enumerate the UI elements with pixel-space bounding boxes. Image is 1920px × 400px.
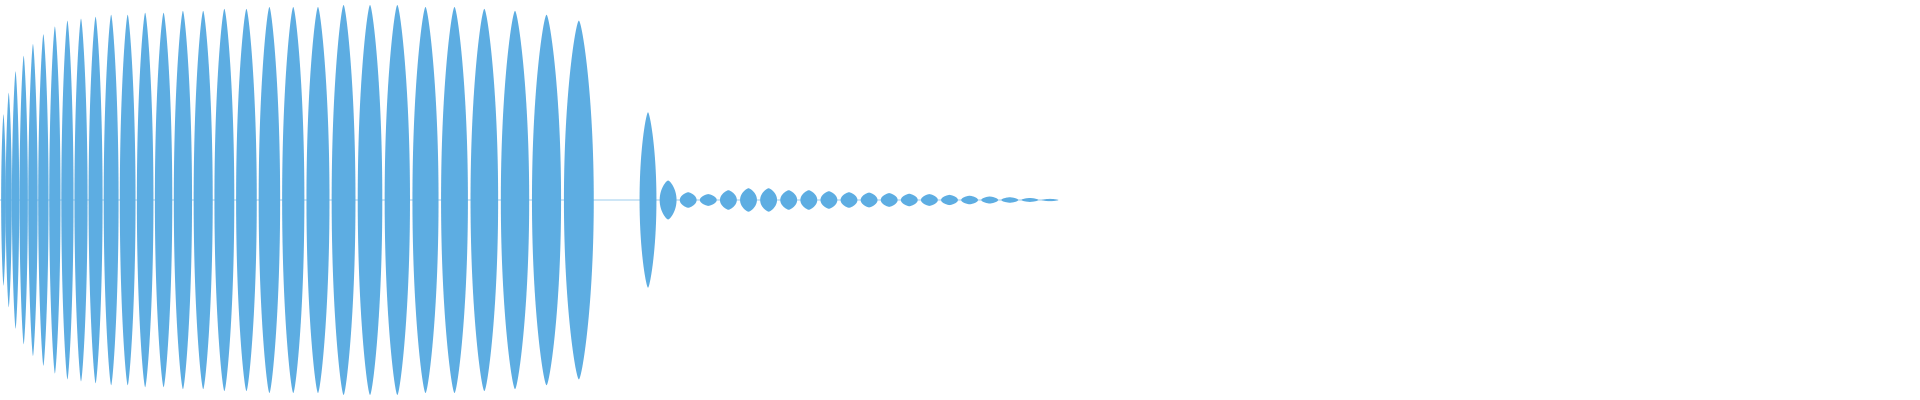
waveform-lobe (679, 192, 697, 208)
waveform-lobe (154, 12, 173, 388)
waveform-lobe (119, 14, 136, 386)
waveform-lobe (1041, 198, 1059, 202)
waveform-lobe (800, 190, 818, 210)
waveform-lobe (74, 18, 88, 382)
waveform-lobe (11, 71, 20, 329)
waveform-lobe (563, 20, 594, 380)
waveform-lobe (880, 193, 898, 207)
waveform-lobe (103, 14, 119, 386)
waveform-lobe (860, 192, 878, 208)
waveform-lobe (5, 92, 12, 308)
waveform-lobe (760, 188, 778, 212)
waveform-lobe (920, 194, 938, 206)
waveform-lobe (282, 6, 305, 394)
waveform-lobe (500, 10, 530, 390)
waveform-lobe (19, 55, 28, 345)
waveform-lobe (357, 5, 383, 395)
waveform-lobe (820, 191, 838, 209)
waveform-lobe (214, 8, 235, 392)
waveform-lobe (840, 192, 858, 208)
waveform-lobe (961, 195, 979, 205)
waveform-lobe (1021, 198, 1039, 202)
waveform-lobe (38, 34, 49, 366)
waveform-lobe (193, 10, 213, 390)
waveform-lobe (136, 12, 154, 388)
waveform-lobe (441, 6, 468, 394)
waveform-lobe (173, 10, 193, 390)
waveform-lobe (719, 190, 737, 210)
waveform-lobe (61, 20, 74, 380)
waveform-lobe (1, 114, 6, 286)
waveform-lobe (28, 44, 38, 356)
waveform-lobes (1, 5, 1059, 395)
waveform-lobe (1001, 197, 1019, 203)
waveform-lobe (639, 112, 657, 288)
waveform-lobe (470, 8, 499, 392)
waveform-lobe (659, 180, 677, 220)
waveform-lobe (49, 26, 61, 374)
waveform-lobe (900, 193, 918, 207)
waveform-lobe (740, 188, 757, 212)
waveform-lobe (780, 190, 798, 210)
waveform-lobe (981, 196, 999, 204)
waveform-lobe (331, 5, 356, 395)
waveform-lobe (941, 194, 958, 206)
waveform-lobe (306, 6, 330, 394)
waveform-lobe (531, 14, 562, 386)
waveform-lobe (384, 5, 410, 395)
waveform-lobe (236, 8, 257, 392)
waveform-lobe (258, 6, 281, 394)
waveform-lobe (412, 6, 439, 394)
waveform-lobe (699, 194, 717, 206)
waveform-lobe (88, 16, 103, 384)
